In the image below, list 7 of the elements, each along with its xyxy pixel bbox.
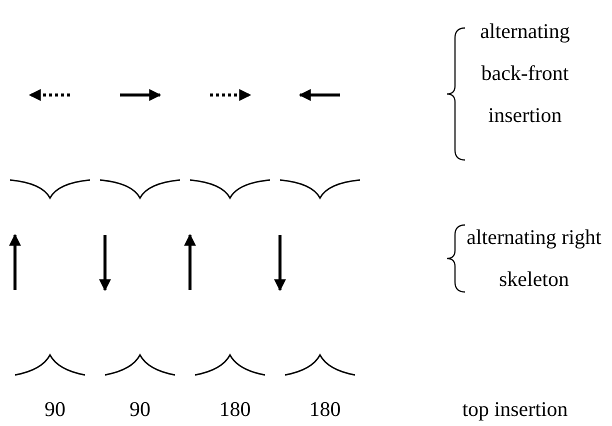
angle-value: 180: [218, 396, 252, 423]
annotation-text: top insertion: [461, 396, 569, 423]
angle-value: 90: [44, 396, 66, 423]
annotation-text: alternating back-front insertion: [479, 18, 571, 129]
angle-value: 180: [308, 396, 342, 423]
angle-value: 90: [128, 396, 152, 423]
annotation-text: alternating right skeleton: [466, 224, 602, 293]
